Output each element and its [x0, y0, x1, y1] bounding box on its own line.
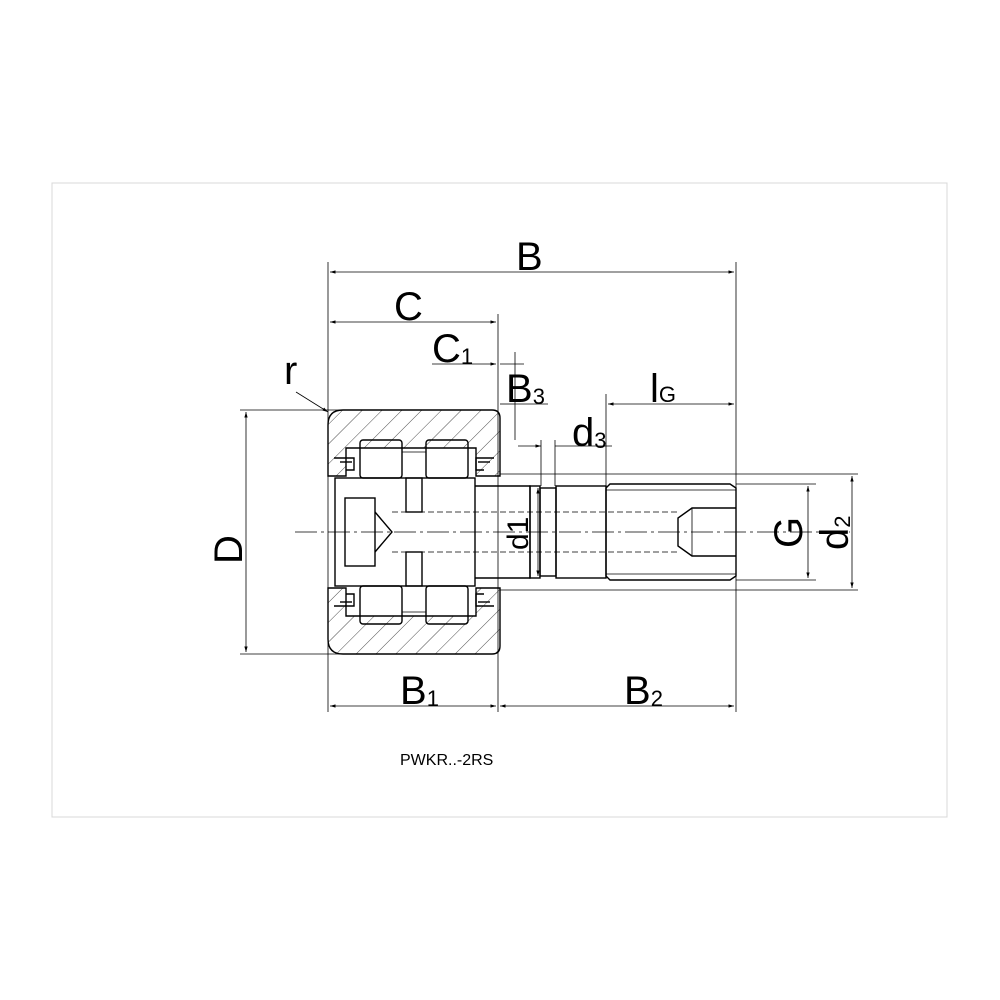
label-C: C: [394, 285, 423, 329]
label-B: B: [516, 235, 543, 279]
dim-r-leader: [295, 391, 329, 413]
label-D: D: [207, 535, 251, 564]
label-G: G: [767, 517, 811, 548]
label-r: r: [284, 349, 297, 393]
outer-ring: [327, 409, 501, 655]
labels: B C C1 B3 lG d3 r D d1 G d2 B1 B2 PWKR..…: [207, 235, 857, 769]
dimension-lines: [244, 270, 854, 708]
seals: [334, 457, 494, 607]
label-lG: lG: [650, 367, 676, 411]
label-B2: B2: [624, 669, 663, 713]
label-B3: B3: [506, 367, 545, 411]
label-d2: d2: [813, 516, 857, 551]
label-d1: d1: [502, 517, 535, 550]
caption: PWKR..-2RS: [400, 752, 493, 769]
extension-lines: [240, 262, 858, 712]
label-B1: B1: [400, 669, 439, 713]
label-C1: C1: [432, 327, 473, 371]
drawing-frame: [51, 182, 948, 818]
label-d3: d3: [572, 411, 607, 455]
